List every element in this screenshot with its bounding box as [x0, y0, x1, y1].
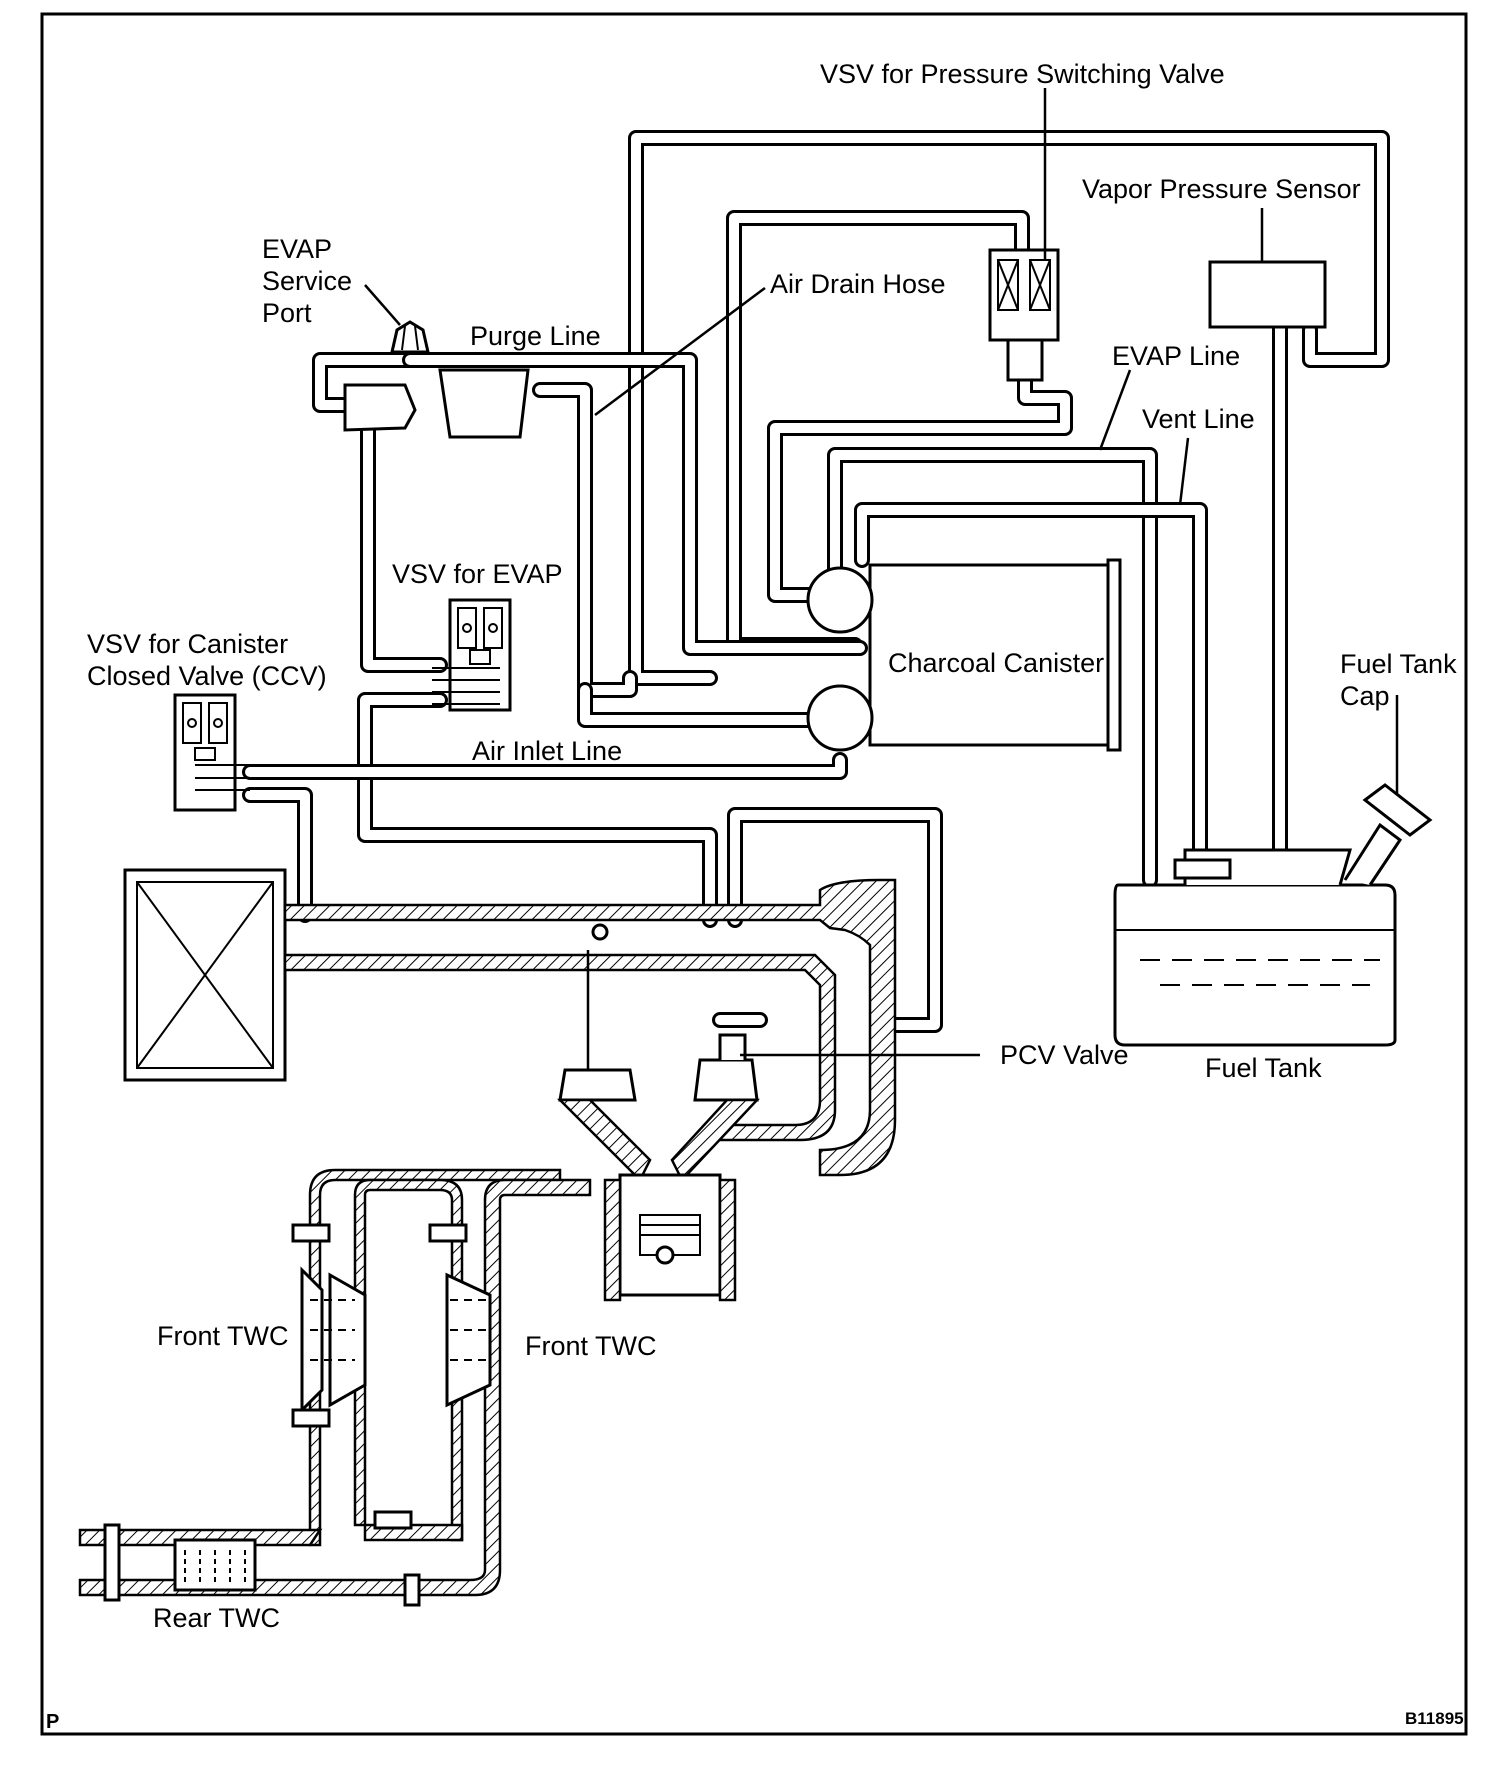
charcoal-canister [806, 558, 1122, 752]
label-vapor-pressure-sensor: Vapor Pressure Sensor [1082, 174, 1361, 204]
label-evap-line: EVAP Line [1112, 341, 1240, 371]
label-pcv-valve: PCV Valve [1000, 1040, 1129, 1070]
corner-label-right: B11895 [1405, 1709, 1464, 1728]
vsv-pressure-switching-valve [988, 248, 1060, 382]
leader-lines [364, 88, 1399, 1057]
fuel-tank [1113, 783, 1433, 1047]
label-vsv-evap: VSV for EVAP [392, 559, 563, 589]
label-purge-line: Purge Line [470, 321, 601, 351]
exhaust-system [78, 1168, 592, 1607]
diagram-border [40, 12, 1468, 1736]
purge-chamber [343, 383, 417, 432]
hoses [242, 130, 1390, 1033]
vapor-pressure-sensor [1208, 260, 1327, 329]
engine-cylinder [603, 1173, 737, 1302]
label-evap-service-port-1: EVAP [262, 234, 332, 264]
vsv-for-ccv [173, 693, 250, 812]
throttle-chamber [438, 368, 530, 439]
label-vsv-ccv-1: VSV for Canister [87, 629, 288, 659]
label-air-inlet-line: Air Inlet Line [472, 736, 622, 766]
label-vsv-pressure-switching: VSV for Pressure Switching Valve [820, 59, 1225, 89]
label-front-twc-left: Front TWC [157, 1321, 289, 1351]
label-fuel-tank-cap-2: Cap [1340, 681, 1390, 711]
vsv-for-evap [432, 598, 512, 712]
label-vsv-ccv-2: Closed Valve (CCV) [87, 661, 327, 691]
label-evap-service-port-3: Port [262, 298, 312, 328]
evap-service-port [390, 320, 430, 354]
label-air-drain-hose: Air Drain Hose [770, 269, 946, 299]
throttle-body [556, 923, 760, 1183]
label-evap-service-port-2: Service [262, 266, 352, 296]
label-fuel-tank-cap-1: Fuel Tank [1340, 649, 1457, 679]
label-fuel-tank: Fuel Tank [1205, 1053, 1322, 1083]
label-rear-twc: Rear TWC [153, 1603, 280, 1633]
label-charcoal-canister: Charcoal Canister [888, 648, 1104, 678]
corner-label-left: P [46, 1711, 59, 1733]
label-front-twc-right: Front TWC [525, 1331, 657, 1361]
label-vent-line: Vent Line [1142, 404, 1255, 434]
air-cleaner [123, 868, 287, 1082]
